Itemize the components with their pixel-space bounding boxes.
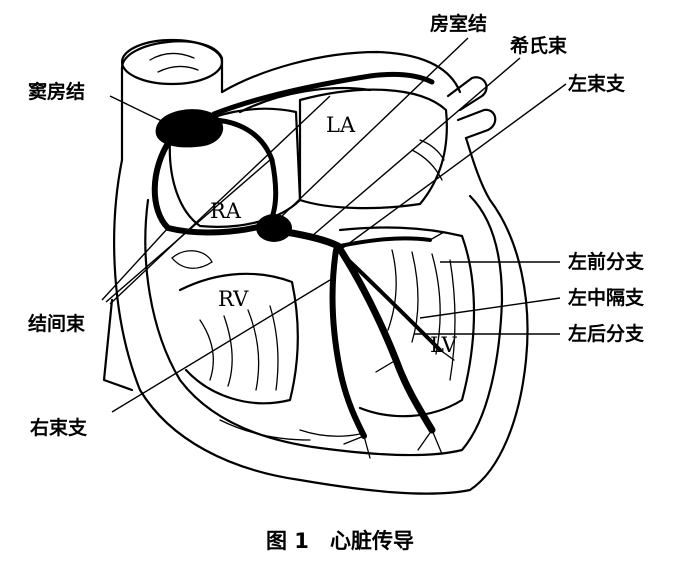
label-his-bundle: 希氏束 (510, 34, 568, 57)
label-left-anterior: 左前分支 (568, 250, 645, 273)
label-internodal: 结间束 (28, 312, 86, 335)
label-right-bundle: 右束支 (29, 416, 88, 439)
leader-left-septal (419, 297, 561, 319)
figure-caption: 图 1 心脏传导 (266, 529, 414, 553)
leader-av-node (281, 37, 469, 217)
chamber-lv: LV (430, 333, 457, 357)
leader-left-bundle (339, 83, 567, 251)
label-sa-node: 窦房结 (28, 80, 85, 103)
label-left-septal: 左中隔支 (568, 286, 645, 309)
leader-internodal-a (101, 227, 169, 301)
caption-number: 图 1 (266, 529, 309, 553)
chamber-la: LA (326, 113, 356, 137)
leader-internodal-c (109, 95, 331, 305)
label-av-node: 房室结 (430, 12, 487, 35)
conduction-system (151, 71, 455, 459)
chamber-rv: RV (218, 287, 249, 311)
leader-lines (101, 37, 567, 413)
label-left-bundle: 左束支 (568, 72, 626, 95)
chamber-walls (168, 88, 476, 441)
leader-sa-node (109, 95, 173, 127)
leader-his-bundle (311, 57, 521, 237)
heart-outline (102, 38, 529, 495)
labels: 房室结 希氏束 左束支 窦房结 左前分支 左中隔支 左后分支 结间束 右束支 L… (28, 12, 645, 439)
leader-right-bundle (111, 279, 331, 413)
chamber-ra: RA (210, 199, 242, 223)
label-left-posterior: 左后分支 (568, 322, 645, 345)
caption-title: 心脏传导 (330, 529, 414, 553)
